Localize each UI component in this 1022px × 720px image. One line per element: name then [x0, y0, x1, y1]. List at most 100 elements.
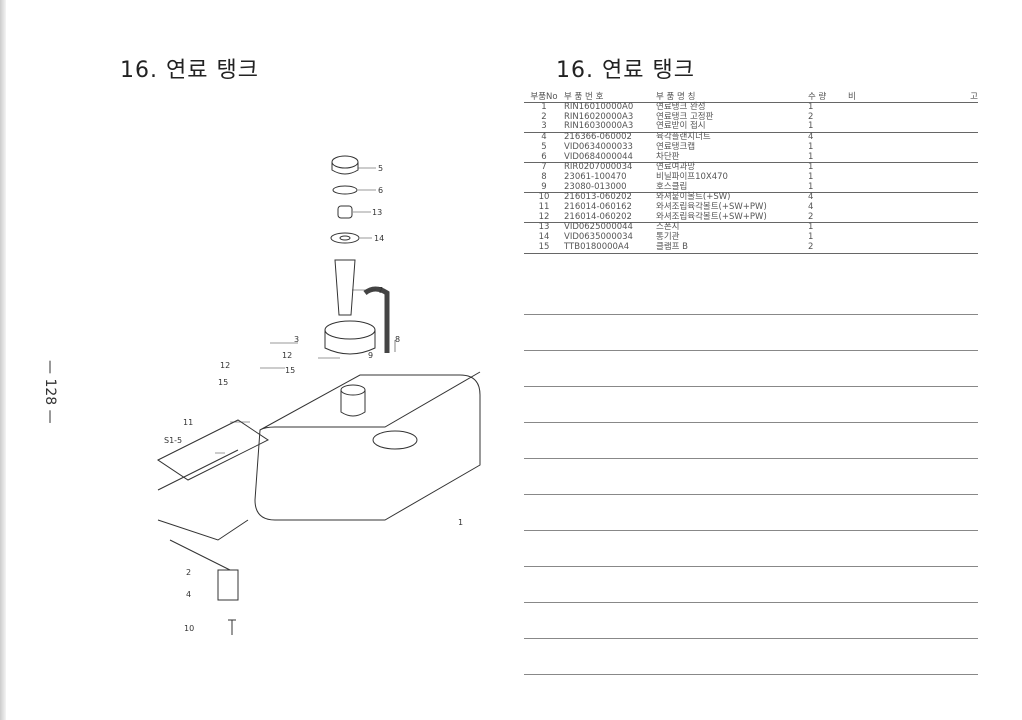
quantity: 4 [808, 202, 814, 213]
remarks [848, 122, 978, 134]
blank-line [524, 674, 978, 675]
label-2: 2 [186, 568, 191, 577]
label-12a: 12 [220, 361, 230, 370]
part-number: RIR0207000034 [564, 162, 633, 173]
header-quantity: 수 량 [808, 90, 848, 103]
part-number: 23080-013000 [564, 182, 656, 194]
part-no: 5 [541, 141, 547, 152]
shield-plate [332, 185, 358, 195]
part-name: 연료탱크캡 [656, 141, 696, 152]
part-number: 23061-100470 [564, 171, 627, 182]
part-number: 216366-060002 [564, 132, 632, 143]
part-name: 육각플랜지너트 [656, 132, 711, 143]
remarks [848, 143, 978, 153]
left-page-title: 16. 연료 탱크 [120, 58, 259, 83]
remarks [848, 233, 978, 243]
part-no: 1 [541, 102, 547, 112]
label-6: 6 [378, 186, 383, 195]
part-number: RIN16010000A0 [564, 102, 634, 112]
filler-neck [340, 384, 366, 417]
part-name: 비닐파이프10X470 [656, 171, 728, 182]
parts-table: 부품No 부 품 번 호 부 품 명 칭 수 량 비 고 1 RIN1601000… [524, 90, 978, 254]
blank-line [524, 422, 978, 423]
remarks [848, 193, 978, 203]
label-15b: 15 [285, 366, 295, 375]
part-name: 연료받이 접시 [656, 121, 808, 134]
part-number: TTB0180000A4 [564, 242, 656, 254]
part-no: 7 [541, 162, 547, 173]
label-13: 13 [372, 208, 382, 217]
header-remarks-1: 비 [848, 90, 913, 103]
table-header: 부품No 부 품 번 호 부 품 명 칭 수 량 비 고 [524, 90, 978, 103]
part-no: 10 [538, 192, 550, 203]
remarks [848, 133, 978, 143]
header-part-name: 부 품 명 칭 [656, 90, 808, 103]
page-number: — 128 — [42, 360, 58, 424]
part-no: 4 [541, 132, 547, 143]
label-8: 8 [395, 335, 400, 344]
part-name: 와셔붙이볼트(+SW) [656, 192, 731, 203]
label-12b: 12 [282, 351, 292, 360]
part-no: 11 [538, 202, 550, 213]
label-3: 3 [294, 335, 299, 344]
quantity: 2 [808, 212, 848, 224]
part-number: 216014-060202 [564, 212, 656, 224]
quantity: 1 [808, 162, 814, 173]
part-no: 6 [524, 152, 564, 164]
fuel-tank-exploded-diagram: 5 6 13 14 7 8 9 3 12 12 15 15 11 S1-5 1 … [157, 155, 481, 635]
quantity: 1 [808, 232, 814, 243]
part-number: 216014-060162 [564, 202, 632, 213]
quantity: 1 [808, 182, 848, 194]
blank-line [524, 494, 978, 495]
part-name: 통기관 [656, 232, 680, 243]
header-no: 부품No [524, 90, 564, 103]
header-remarks-2: 고 [913, 90, 978, 103]
remarks [848, 173, 978, 183]
blank-line [524, 350, 978, 351]
remarks [848, 203, 978, 213]
table-row: 7 RIR0207000034 연료여과망 1 [524, 162, 978, 173]
part-name: 연료여과망 [656, 162, 696, 173]
part-name: 연료탱크 완성 [656, 102, 706, 112]
quantity: 2 [808, 242, 848, 254]
frame [157, 419, 269, 571]
vinyl-pipe [363, 286, 390, 353]
fuel-strainer [334, 259, 356, 316]
part-no: 14 [538, 232, 550, 243]
remarks [848, 212, 978, 224]
table-row: 14 VID0635000034 통기관 1 [524, 232, 978, 243]
remarks [848, 223, 978, 233]
fuel-tank [254, 371, 481, 521]
quantity: 1 [808, 152, 848, 164]
part-no: 2 [541, 111, 547, 122]
label-1: 1 [458, 518, 463, 527]
part-number: VID0635000034 [564, 232, 633, 243]
part-no: 15 [524, 242, 564, 254]
blank-line [524, 314, 978, 315]
tank-opening [372, 430, 418, 450]
quantity: 1 [808, 121, 848, 134]
vent-pipe [330, 232, 360, 244]
quantity: 1 [808, 222, 814, 233]
part-name: 스폰지 [656, 222, 680, 233]
quantity: 1 [808, 171, 814, 182]
label-15a: 15 [218, 378, 228, 387]
label-5: 5 [378, 164, 383, 173]
part-number: 216013-060202 [564, 192, 632, 203]
blank-line [524, 386, 978, 387]
scan-edge [0, 0, 6, 720]
part-number: VID0625000044 [564, 222, 633, 233]
remarks [848, 182, 978, 194]
part-name: 연료탱크 고정판 [656, 111, 714, 122]
right-page-title: 16. 연료 탱크 [556, 58, 695, 83]
part-no: 9 [524, 182, 564, 194]
